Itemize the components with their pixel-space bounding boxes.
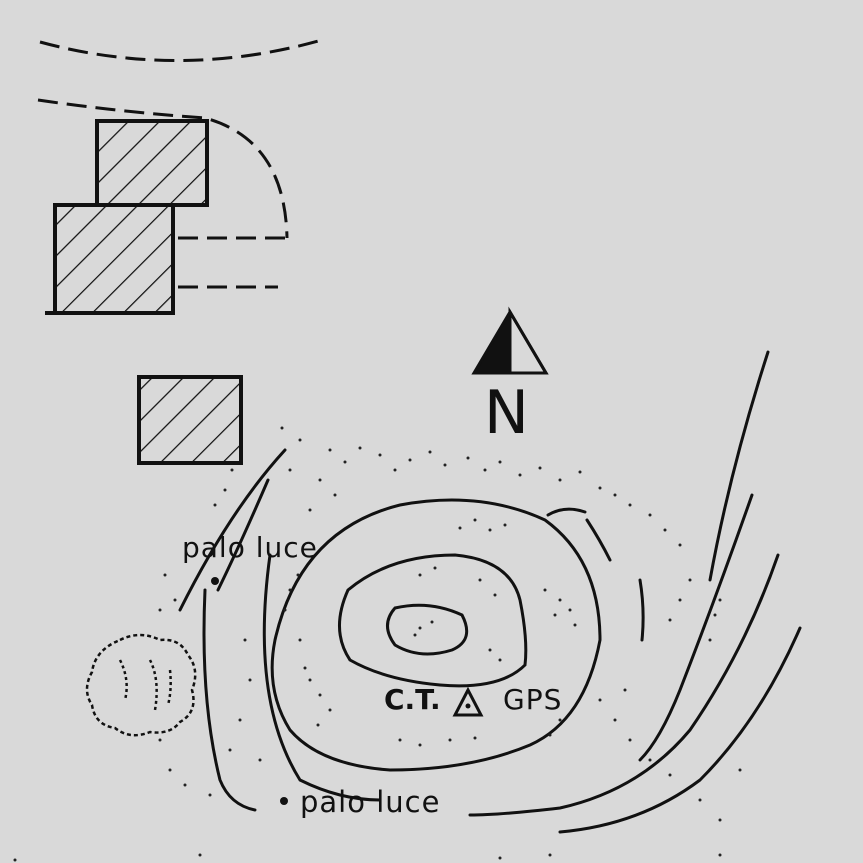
contour-5: [202, 588, 257, 812]
building-1: [95, 119, 209, 207]
contour-11: [585, 518, 612, 562]
contour-13: [546, 507, 587, 517]
terrain-stipple: [13, 426, 742, 862]
contour-lines: [178, 350, 802, 834]
contour-3: [270, 498, 602, 772]
contour-summit: [386, 603, 469, 656]
contour-10: [558, 626, 802, 834]
north-arrow-icon: [471, 306, 549, 375]
contour-8: [638, 493, 754, 762]
contour-6: [262, 553, 382, 802]
contour-9: [468, 553, 780, 817]
north-label: N: [484, 378, 530, 448]
buildings: [45, 119, 243, 465]
street-light-top-dot-icon: [211, 577, 219, 585]
contour-4: [178, 448, 287, 612]
contour-4b: [216, 478, 270, 592]
contour-12: [638, 578, 645, 642]
street-light-label-top: palo luce: [182, 531, 318, 564]
gps-label: GPS: [503, 683, 563, 716]
contour-7: [708, 350, 770, 582]
triangle-icon: [452, 686, 484, 717]
building-2: [53, 203, 175, 315]
contour-2: [338, 553, 528, 688]
street-light-label-bottom: palo luce: [300, 785, 441, 819]
street-light-bottom-dot-icon: [280, 797, 288, 805]
tree-icon: [85, 633, 197, 737]
building-3: [137, 375, 243, 465]
road-dashed-lines: [37, 38, 323, 289]
control-point-label: C.T.: [384, 683, 441, 716]
